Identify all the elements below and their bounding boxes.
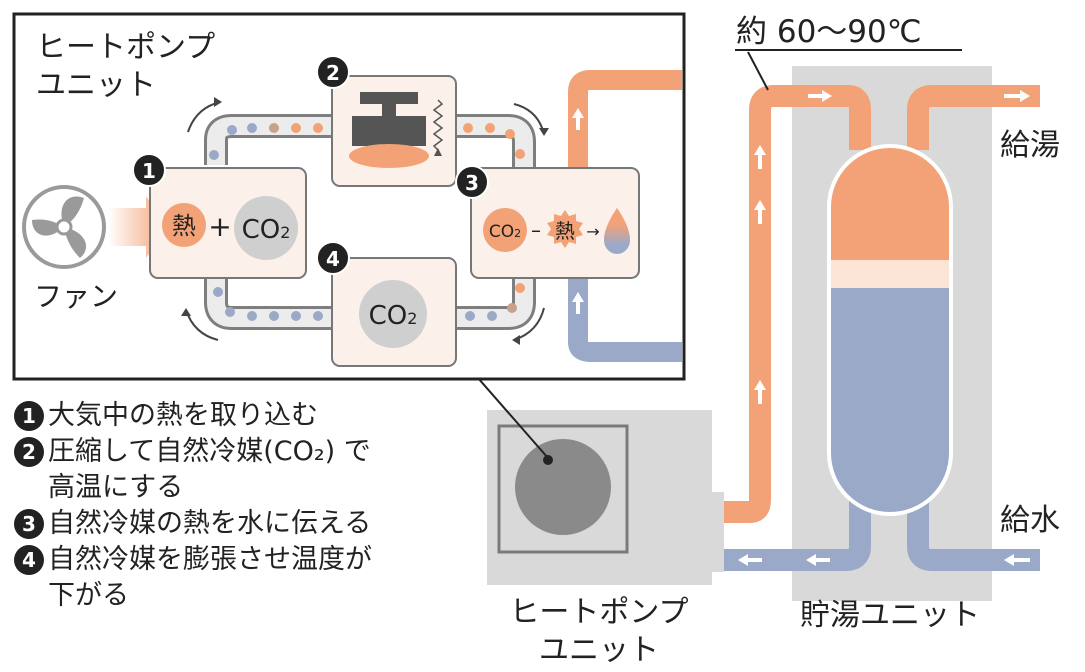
hot-flow-arrows xyxy=(754,90,1030,404)
cold-pipe-inlet xyxy=(907,500,1040,571)
badge-4: 4 xyxy=(316,241,350,275)
svg-text:4: 4 xyxy=(326,247,340,271)
heatpump-unit-side-block xyxy=(712,492,724,572)
step1-co2-text: CO2 xyxy=(242,215,291,245)
inset-title-line2: ユニット xyxy=(36,68,156,103)
step4-co2-circle xyxy=(359,280,427,348)
legend-item-4: 4 自然冷媒を膨張させ温度が xyxy=(14,542,454,578)
badge-3: 3 xyxy=(455,165,489,199)
step3-co2-circle xyxy=(483,208,527,252)
step3-heat-burst xyxy=(547,210,583,248)
loop-arrowheads xyxy=(181,97,549,345)
legend-text-4: 自然冷媒を膨張させ温度が xyxy=(48,544,372,575)
legend-item-3: 3 自然冷媒の熱を水に伝える xyxy=(14,506,454,542)
supply-hot-label: 給湯 xyxy=(1000,128,1060,163)
compressor-head xyxy=(360,92,418,104)
step3-co2-text: CO2 xyxy=(489,222,521,242)
refrigerant-dots xyxy=(209,123,525,321)
tank-unit-label: 貯湯ユニット xyxy=(800,598,980,633)
legend-text-1: 大気中の熱を取り込む xyxy=(48,400,318,431)
heatpump-unit-label-line2: ユニット xyxy=(539,633,659,668)
heatpump-fan-circle xyxy=(515,439,611,535)
compressor-piston xyxy=(352,116,426,146)
legend-num-3: 3 xyxy=(14,509,44,539)
cold-pipe-return xyxy=(724,500,871,571)
legend-num-1: 1 xyxy=(14,401,44,431)
legend-text-2-cont: 高温にする xyxy=(48,472,184,503)
legend-num-4: 4 xyxy=(14,545,44,575)
badge-2: 2 xyxy=(316,55,350,89)
cold-flow-arrows xyxy=(738,554,1030,566)
supply-water-label: 給水 xyxy=(1000,503,1060,538)
legend-text-2: 圧縮して自然冷媒(CO₂) で xyxy=(48,436,371,467)
fan-label: ファン xyxy=(34,280,118,313)
svg-text:1: 1 xyxy=(142,159,156,183)
step1-heat-text: 熱 xyxy=(172,212,196,240)
fan-icon xyxy=(22,185,106,269)
legend-num-2: 2 xyxy=(14,437,44,467)
legend-item-2: 2 圧縮して自然冷媒(CO₂) で xyxy=(14,434,454,470)
step3-heat-text: 熱 xyxy=(555,219,575,243)
svg-text:2: 2 xyxy=(326,61,340,85)
water-drop-icon xyxy=(604,208,630,254)
legend-item-1: 1 大気中の熱を取り込む xyxy=(14,398,454,434)
badge-1: 1 xyxy=(132,153,166,187)
step4-co2-text: CO2 xyxy=(369,301,418,331)
inset-leader-line xyxy=(477,377,549,459)
inset-title-line1: ヒートポンプ xyxy=(36,30,215,65)
heatpump-fan-frame xyxy=(497,424,629,554)
temperature-leader-line xyxy=(747,51,769,91)
hot-pipe-outlet xyxy=(907,85,1040,150)
step-legend: 1 大気中の熱を取り込む 2 圧縮して自然冷媒(CO₂) で 高温にする 3 自… xyxy=(14,398,454,614)
legend-text-4-cont: 下がる xyxy=(48,580,129,611)
step3-arrow: → xyxy=(586,222,599,241)
svg-text:3: 3 xyxy=(465,171,479,195)
hot-pipe-main xyxy=(724,85,871,523)
compressor-stem xyxy=(382,104,396,116)
heatpump-unit-label-line1: ヒートポンプ xyxy=(509,595,688,630)
step1-co2-circle xyxy=(234,196,298,260)
compressor-hot-gas xyxy=(349,144,429,168)
step1-plus: + xyxy=(208,210,231,243)
step3-dash: – xyxy=(531,218,541,242)
legend-text-3: 自然冷媒の熱を水に伝える xyxy=(48,508,372,539)
hot-water-tank xyxy=(827,144,953,516)
refrigerant-loop xyxy=(204,114,536,330)
temperature-label: 約 60～90℃ xyxy=(736,14,922,50)
step1-heat-circle xyxy=(162,203,206,247)
compression-spring-icon xyxy=(432,99,444,151)
